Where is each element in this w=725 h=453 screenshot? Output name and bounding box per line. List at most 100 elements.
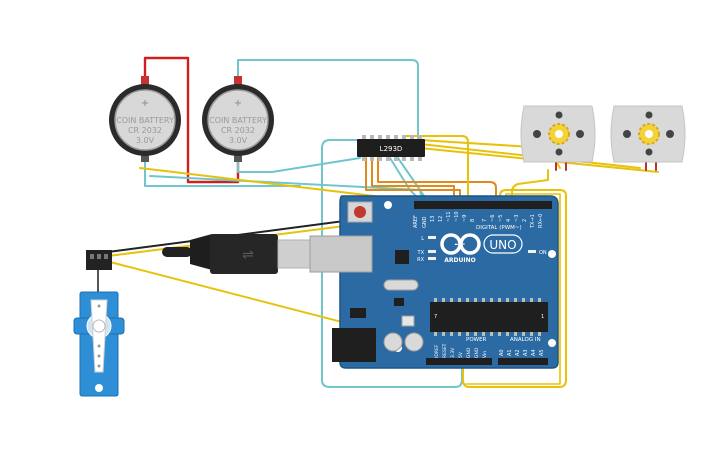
battery-plus-sign: +	[234, 98, 242, 109]
power-label: POWER	[466, 337, 487, 343]
l293d-chip[interactable]: L293D	[357, 135, 425, 161]
motor-hole	[555, 111, 563, 119]
mounting-hole	[548, 339, 556, 347]
motor-terminal	[576, 130, 584, 138]
led-tx	[428, 250, 436, 253]
arduino-brand: ARDUINO	[444, 257, 475, 264]
usb-interface-chip	[395, 250, 409, 264]
battery-terminal-negative	[234, 152, 242, 162]
pin-label-vin: Vin	[482, 351, 488, 358]
pin-label-gnd: GND	[422, 216, 428, 228]
electrolytic-capacitor	[383, 332, 403, 352]
motor-hole	[555, 148, 563, 156]
atmega-chip	[430, 302, 548, 332]
uno-label: UNO	[489, 238, 516, 252]
motor-terminal	[666, 130, 674, 138]
arduino-usb-port[interactable]	[309, 235, 373, 273]
servo-horn[interactable]	[90, 299, 108, 373]
battery-label-line2: CR 2032	[221, 126, 255, 135]
pin-label-gnd1: GND	[466, 347, 472, 358]
pin-label-a4: A4	[531, 349, 537, 356]
coin-battery-1[interactable]: + COIN BATTERY CR 2032 3.0V	[109, 76, 181, 162]
servo-horn-hub	[92, 319, 106, 333]
pin-label-2: 2	[522, 219, 528, 222]
arduino-power-jack[interactable]	[332, 328, 376, 362]
pin-label-11: ~11	[446, 211, 452, 222]
arduino-logo: -+	[440, 233, 481, 255]
crystal-oscillator	[383, 279, 419, 291]
motor-hole	[645, 148, 653, 156]
wire-yellow-right-loop[interactable]	[462, 189, 567, 388]
dc-motor-2[interactable]	[610, 105, 686, 163]
pin-label-5v: 5V	[458, 351, 464, 358]
logo-symbols: -+	[454, 240, 465, 250]
wire-teal-battery2-top[interactable]	[237, 59, 419, 141]
chip-pins-top	[362, 135, 422, 140]
wire-teal-battery2-bottom[interactable]	[237, 157, 361, 173]
analog-pin-labels: A0 A1 A2 A3 A4 A5	[499, 349, 545, 356]
pin-label-13: 13	[430, 216, 436, 222]
motor-shaft	[555, 130, 563, 138]
digital-pin-labels: AREF GND 13 12 ~11 ~10 ~9 8 7 ~6 ~5 4 ~3…	[413, 211, 544, 229]
servo-connector	[86, 250, 112, 270]
micro-servo[interactable]	[73, 250, 125, 397]
usb-cable-cord	[162, 247, 192, 257]
led-l	[428, 236, 436, 239]
servo-mount-hole	[95, 384, 103, 392]
dc-motor-1[interactable]	[520, 105, 596, 163]
power-pin-labels: IOREF RESET 3.3V 5V GND GND Vin	[434, 343, 488, 358]
usb-icon: ⇌	[242, 247, 254, 263]
pin-label-8: 8	[470, 219, 476, 222]
led-on	[528, 250, 536, 253]
wire-teal-chip-loop[interactable]	[321, 139, 463, 388]
uno-badge	[483, 234, 523, 254]
battery-label-line2: CR 2032	[128, 126, 162, 135]
electrolytic-capacitor	[404, 332, 424, 352]
pin-label-5: ~5	[498, 215, 504, 222]
smd-capacitor	[401, 315, 415, 327]
mounting-hole	[548, 250, 556, 258]
pin-label-a0: A0	[499, 349, 505, 356]
wire-yellow-motor-loop[interactable]	[511, 169, 549, 209]
led-tx-label: TX	[417, 250, 425, 256]
pin-label-a2: A2	[515, 349, 521, 356]
motor-hole	[645, 111, 653, 119]
chip-body	[357, 139, 425, 157]
battery-label-line1: COIN BATTERY	[116, 116, 174, 125]
pin-label-9: ~9	[462, 215, 468, 222]
chip-pins-bottom	[362, 156, 422, 161]
usb-strain-relief	[190, 234, 212, 270]
analog-label: ANALOG IN	[510, 337, 541, 343]
power-header[interactable]	[426, 358, 492, 365]
chip-label: L293D	[380, 145, 403, 153]
pin-label-rx: RX←0	[538, 214, 544, 228]
pin-label-a3: A3	[523, 349, 529, 356]
coin-battery-2[interactable]: + COIN BATTERY CR 2032 3.0V	[202, 76, 274, 162]
pin-label-7: 7	[482, 219, 488, 222]
battery-terminal-positive	[141, 76, 149, 86]
motor-shaft	[645, 130, 653, 138]
usb-plug-metal	[277, 239, 315, 269]
pin-label-3v3: 3.3V	[450, 347, 456, 358]
voltage-regulator	[394, 298, 404, 306]
pin-label-gnd2: GND	[474, 347, 480, 358]
wire-yellow-chip-top[interactable]	[405, 135, 469, 209]
pin-label-reset: RESET	[442, 343, 448, 358]
atmega-pin-end-marker: 1	[541, 314, 544, 320]
pin-label-3: ~3	[514, 215, 520, 222]
arduino-uno-board[interactable]: AREF GND 13 12 ~11 ~10 ~9 8 7 ~6 ~5 4 ~3…	[309, 195, 559, 369]
pin-label-aref: AREF	[413, 215, 419, 228]
smd-regulator	[350, 308, 366, 318]
battery-label-line3: 3.0V	[229, 136, 248, 145]
analog-header[interactable]	[498, 358, 548, 365]
digital-header[interactable]	[414, 201, 552, 209]
pin-label-a5: A5	[539, 349, 545, 356]
mounting-hole	[384, 201, 392, 209]
atmega-pin1-marker: 7	[434, 314, 437, 320]
battery-cell	[114, 89, 176, 151]
usb-plug-body	[210, 234, 278, 274]
usb-cable[interactable]: ⇌	[162, 234, 315, 274]
wire-orange-chip-2[interactable]	[377, 157, 497, 209]
led-on-label: ON	[539, 250, 547, 256]
